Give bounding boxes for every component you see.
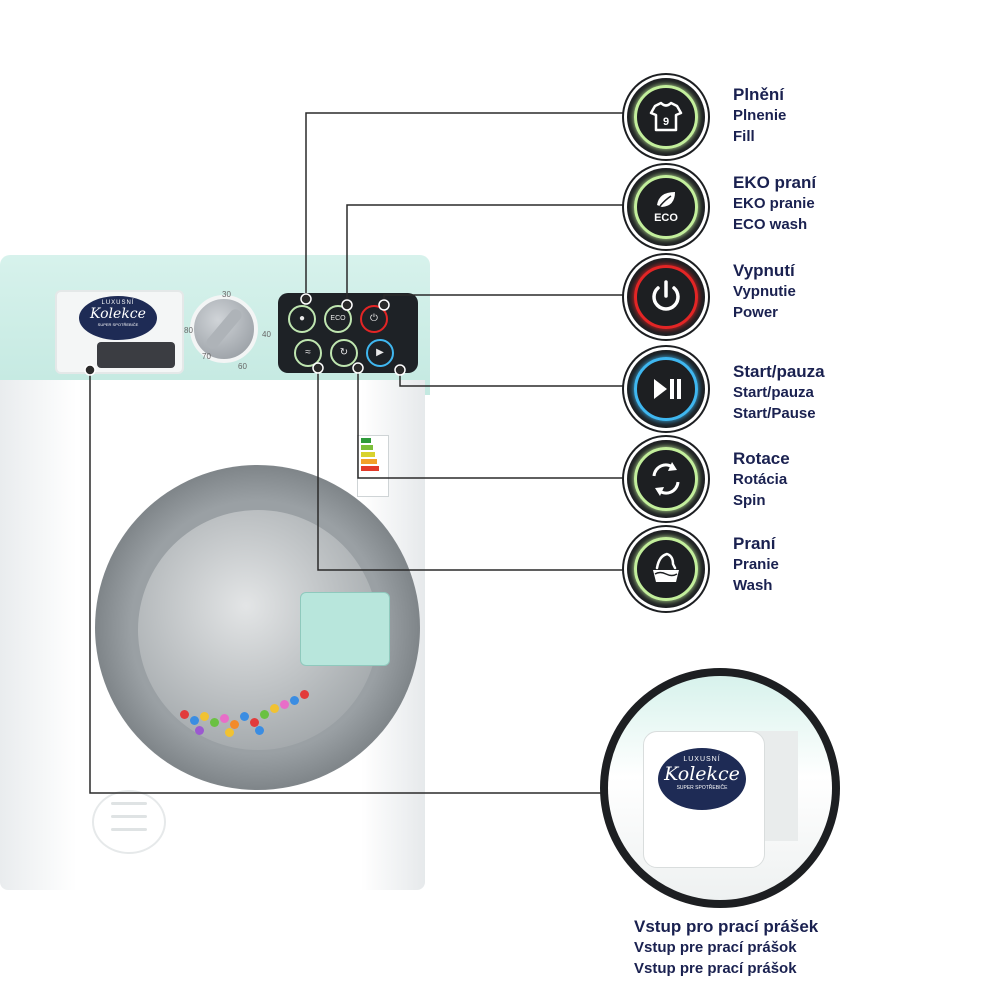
colored-balls [180, 690, 330, 740]
label-detergent-sk: Vstup pre prací prášok [634, 939, 797, 956]
dial-number: 30 [222, 290, 231, 299]
label-power: Vypnutí Vypnutie Power [733, 260, 796, 323]
label-wash-en: Wash [733, 577, 773, 594]
line-eco [346, 204, 627, 303]
eco-button[interactable]: ECO [324, 305, 352, 333]
label-spin-sk: Rotácia [733, 471, 788, 488]
line-fill [305, 112, 627, 297]
detergent-zoom-circle: LUXUSNÍ Kolekce SUPER SPOTŘEBIČE [600, 668, 840, 908]
label-fill-en: Fill [733, 128, 755, 145]
hand-wash-icon [627, 530, 705, 608]
eco-icon-text: ECO [654, 212, 678, 224]
detergent-slot [97, 342, 175, 368]
dial-number: 60 [238, 362, 247, 371]
brand-sub-text: SUPER SPOTŘEBIČE [97, 322, 139, 327]
line-start [399, 370, 627, 387]
label-spin-cz: Rotace [733, 449, 790, 468]
tshirt-icon: 9 [627, 78, 705, 156]
dial-number: 40 [262, 330, 271, 339]
brand-name: Kolekce [90, 306, 146, 322]
spin-button[interactable]: ↻ [330, 339, 358, 367]
zoom-brand-logo: LUXUSNÍ Kolekce SUPER SPOTŘEBIČE [658, 748, 746, 810]
power-icon [627, 258, 705, 336]
door-handle[interactable] [300, 592, 390, 666]
zoom-brand-sub-text: SUPER SPOTŘEBIČE [676, 785, 728, 791]
label-spin-en: Spin [733, 492, 766, 509]
detergent-drawer[interactable]: LUXUSNÍ Kolekce SUPER SPOTŘEBIČE [55, 290, 184, 374]
label-eco: EKO praní EKO pranie ECO wash [733, 172, 816, 235]
label-eco-cz: EKO praní [733, 173, 817, 192]
label-detergent: Vstup pro prací prášek Vstup pre prací p… [634, 916, 818, 979]
label-wash: Praní Pranie Wash [733, 533, 779, 596]
label-power-cz: Vypnutí [733, 261, 795, 280]
energy-label [357, 435, 389, 497]
label-fill-sk: Plnenie [733, 107, 787, 124]
play-pause-icon [627, 350, 705, 428]
dial-number: 70 [202, 352, 211, 361]
line-spin [357, 366, 627, 479]
brand-logo: LUXUSNÍ Kolekce SUPER SPOTŘEBIČE [79, 296, 157, 340]
line-wash [317, 366, 627, 571]
label-wash-sk: Pranie [733, 556, 779, 573]
program-dial[interactable] [190, 295, 258, 363]
wash-button[interactable]: ≈ [294, 339, 322, 367]
svg-text:9: 9 [663, 116, 669, 128]
brand-top-text: LUXUSNÍ [101, 300, 135, 306]
label-eco-sk: EKO pranie [733, 195, 815, 212]
label-eco-en: ECO wash [733, 216, 808, 233]
dial-number: 80 [184, 326, 193, 335]
label-detergent-en: Vstup pre prací prášok [634, 960, 797, 977]
vent-grille [92, 790, 166, 854]
zoom-brand-top-text: LUXUSNÍ [683, 756, 721, 763]
label-detergent-cz: Vstup pro prací prášek [634, 917, 819, 936]
label-fill: Plnění Plnenie Fill [733, 84, 786, 147]
line-power [383, 294, 627, 303]
label-spin: Rotace Rotácia Spin [733, 448, 790, 511]
fill-button[interactable]: ● [288, 305, 316, 333]
button-panel: ● ECO ⏻ ≈ ↻ ▶ [278, 293, 418, 373]
eco-button-label: ECO [330, 315, 346, 322]
label-start-en: Start/Pause [733, 405, 816, 422]
start-pause-button[interactable]: ▶ [366, 339, 394, 367]
label-start-sk: Start/pauza [733, 384, 814, 401]
line-detergent [89, 370, 607, 794]
label-power-sk: Vypnutie [733, 283, 796, 300]
label-fill-cz: Plnění [733, 85, 785, 104]
zoom-brand-name: Kolekce [664, 763, 740, 785]
spin-arrows-icon [627, 440, 705, 518]
eco-leaf-icon: ECO [627, 168, 705, 246]
label-start: Start/pauza Start/pauza Start/Pause [733, 361, 825, 424]
detergent-zoom-image: LUXUSNÍ Kolekce SUPER SPOTŘEBIČE [608, 676, 832, 900]
label-power-en: Power [733, 304, 779, 321]
power-button[interactable]: ⏻ [360, 305, 388, 333]
label-wash-cz: Praní [733, 534, 776, 553]
label-start-cz: Start/pauza [733, 362, 825, 381]
